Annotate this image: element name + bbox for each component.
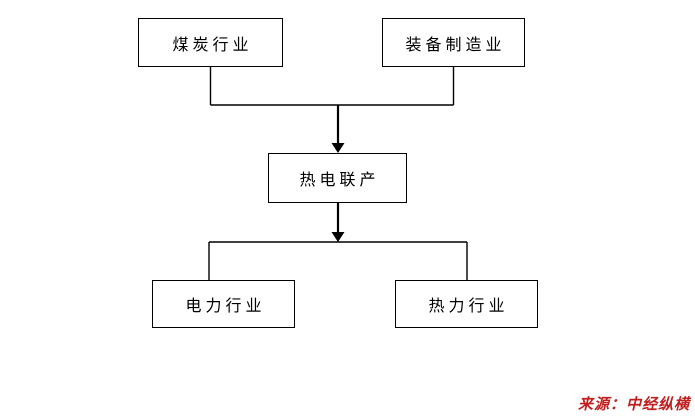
- node-heating-industry: 热力行业: [395, 280, 538, 328]
- node-label: 煤炭行业: [172, 36, 253, 54]
- node-combined-heat-power: 热电联产: [268, 153, 407, 203]
- node-power-industry: 电力行业: [152, 280, 295, 328]
- node-label: 热力行业: [428, 298, 509, 315]
- node-label: 电力行业: [185, 298, 266, 315]
- connector-top-merge: [209, 67, 455, 106]
- arrowhead-down-icon: [331, 232, 345, 242]
- node-coal-industry: 煤炭行业: [138, 18, 283, 67]
- node-label: 装备制造业: [405, 36, 506, 54]
- arrowhead-down-icon: [331, 143, 345, 153]
- connector-bottom-split: [208, 241, 468, 280]
- node-label: 热电联产: [299, 172, 380, 189]
- node-equipment-manufacturing: 装备制造业: [382, 18, 525, 67]
- source-attribution: 来源：中经纵横: [577, 396, 690, 413]
